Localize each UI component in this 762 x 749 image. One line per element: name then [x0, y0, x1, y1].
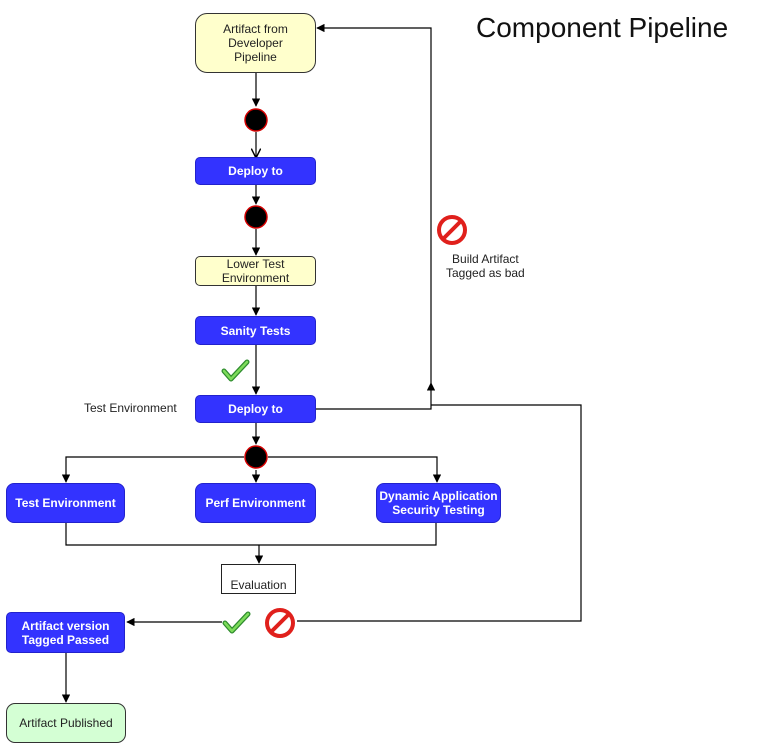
sanity-tests-node: Sanity Tests [195, 316, 316, 345]
deploy-to-node-1: Deploy to [195, 157, 316, 185]
junction-circle-1 [244, 108, 268, 132]
check-icon [222, 611, 251, 634]
artifact-tagged-passed-node: Artifact version Tagged Passed [6, 612, 125, 653]
check-icon [221, 359, 250, 382]
connector-merge-line [65, 523, 437, 546]
connector-loop-to-artifact [316, 23, 432, 383]
no-entry-icon [437, 215, 467, 245]
no-entry-icon [265, 608, 295, 638]
evaluation-node: Evaluation [221, 564, 296, 594]
lower-test-environment-node: Lower Test Environment [195, 256, 316, 286]
deploy-to-node-2: Deploy to [195, 395, 316, 423]
test-environment-node: Test Environment [6, 483, 125, 523]
test-environment-side-label: Test Environment [84, 401, 177, 415]
build-artifact-bad-label: Build Artifact Tagged as bad [446, 252, 525, 280]
dast-node: Dynamic Application Security Testing [376, 483, 501, 523]
artifact-from-developer-node: Artifact from Developer Pipeline [195, 13, 316, 73]
connector-bad-loop [316, 382, 436, 410]
perf-environment-node: Perf Environment [195, 483, 316, 523]
connector-junction3-to-dast [268, 456, 442, 483]
junction-circle-3 [244, 445, 268, 469]
diagram-title: Component Pipeline [476, 12, 729, 43]
connector-deploy2-right-branch [297, 404, 582, 622]
junction-circle-2 [244, 205, 268, 229]
connector-junction3-to-test-env [61, 456, 244, 483]
artifact-published-node: Artifact Published [6, 703, 126, 743]
